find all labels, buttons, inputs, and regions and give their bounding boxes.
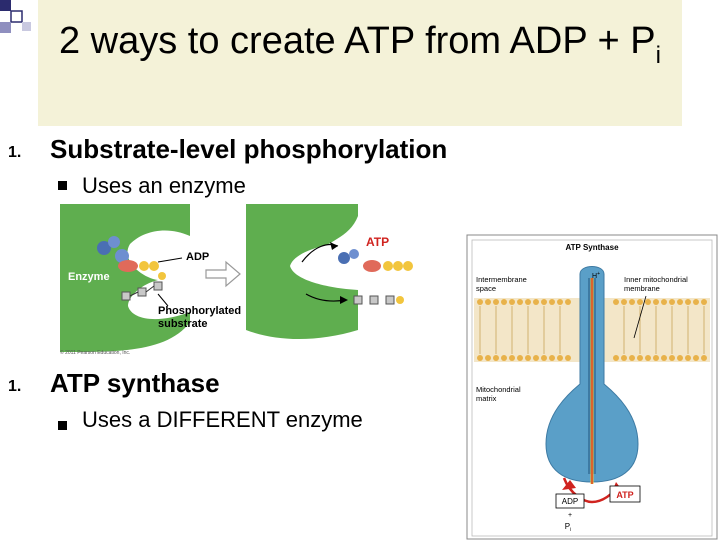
- label-matrix-2: matrix: [476, 394, 497, 403]
- title-background: [38, 0, 682, 126]
- label-intermembrane-space: space: [476, 284, 496, 293]
- bullet-text-different-enzyme: Uses a DIFFERENT enzyme: [82, 407, 363, 432]
- label-hplus: H+: [592, 271, 600, 280]
- label-synthase-atp: ATP: [616, 490, 633, 500]
- label-synthase-pi: Pi: [565, 522, 571, 533]
- section-number: 1.: [8, 378, 22, 395]
- bullet-square: [58, 421, 67, 430]
- label-synthase-adp: ADP: [562, 497, 578, 506]
- atp-synthase-figure: ATP Synthase H+ Intermembrane space Inne…: [466, 234, 718, 540]
- substrate-level-figure: ADP Enzyme Phosphorylated substrate ATP …: [60, 204, 413, 356]
- enzyme-left-shape: [60, 204, 190, 352]
- slide-title-subscript: i: [655, 42, 661, 69]
- label-enzyme: Enzyme: [68, 271, 110, 283]
- transition-arrow: [205, 260, 241, 288]
- synthase-title: ATP Synthase: [565, 243, 619, 252]
- slide-title-main: 2 ways to create ATP from ADP + P: [58, 20, 656, 62]
- adp-base-icon: [97, 241, 111, 255]
- section-heading-substrate: Substrate-level phosphorylation: [50, 134, 448, 164]
- bullet-text-enzyme: Uses an enzyme: [82, 173, 246, 198]
- label-atp-released: ATP: [366, 235, 389, 249]
- corner-squares-decoration: [0, 0, 31, 33]
- label-adp: ADP: [186, 251, 209, 263]
- label-inner-membrane: Inner mitochondrial: [624, 275, 688, 284]
- label-substrate: substrate: [158, 318, 208, 330]
- bullet-square: [58, 181, 67, 190]
- label-synthase-plus: +: [568, 512, 572, 519]
- section-heading-synthase: ATP synthase: [50, 368, 220, 398]
- section-number: 1.: [8, 144, 22, 161]
- figure-copyright: © 2011 Pearson Education, Inc.: [60, 349, 130, 356]
- label-inner-membrane-2: membrane: [624, 284, 660, 293]
- label-intermembrane: Intermembrane: [476, 275, 527, 284]
- label-phosphorylated: Phosphorylated: [158, 305, 241, 317]
- label-matrix: Mitochondrial: [476, 385, 521, 394]
- slide-title: 2 ways to create ATP from ADP + Pi: [38, 18, 682, 79]
